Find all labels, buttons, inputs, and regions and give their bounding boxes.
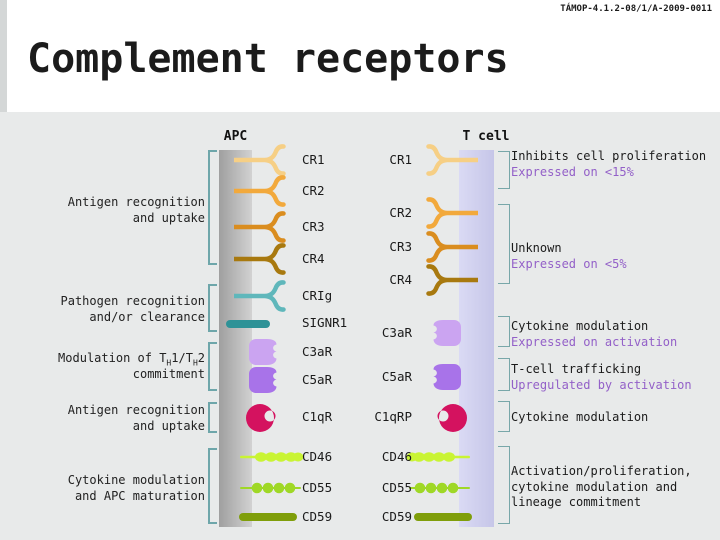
c5ar-receptor-icon-tcell [433,364,461,390]
cd59-receptor-icon-apc [239,513,297,521]
diagram-area: APC T cell [0,112,720,540]
receptor-label-cr4-tcell: CR4 [389,272,412,287]
annotation-pathogen-recognition: Pathogen recognition and/or clearance [60,294,206,324]
apc-column-header: APC [223,129,248,144]
receptor-label-cd59-apc: CD59 [302,509,333,524]
left-edge-strip [0,0,7,112]
cr2-receptor-icon-tcell [426,197,478,229]
bracket-th-modulation [208,342,217,391]
receptor-label-cr3-tcell: CR3 [389,239,412,254]
cd55-receptor-icon-tcell [409,482,470,494]
receptor-label-c1qrp-tcell: C1qRP [374,409,412,424]
annotation-unknown: Unknown Expressed on <5% [511,241,627,271]
bracket-inhibits-proliferation [498,151,510,189]
tcell-column-header: T cell [462,129,510,144]
receptor-label-cd55-tcell: CD55 [381,480,412,495]
cd55-receptor-icon-apc [240,482,301,494]
receptor-label-c5ar-apc: C5aR [302,372,333,387]
bracket-cytokine-modulation-2 [498,401,510,432]
bracket-cytokine-modulation-1 [498,316,510,347]
receptor-label-crig-apc: CRIg [302,288,333,303]
c5ar-receptor-icon-apc [249,367,277,393]
cr3-receptor-icon-apc [234,211,286,243]
cr4-receptor-icon-apc [234,243,286,275]
receptor-label-c5ar-tcell: C5aR [381,369,412,384]
annotation-th-modulation: Modulation of TH1/TH2 commitment [58,351,205,381]
receptor-label-c3ar-apc: C3aR [302,344,333,359]
annotation-antigen-recognition-2: Antigen recognition and uptake [67,403,205,433]
receptor-label-signr1-apc: SIGNR1 [302,315,348,330]
crig-receptor-icon-apc [234,280,286,312]
receptor-label-c3ar-tcell: C3aR [381,325,412,340]
annotation-tcell-trafficking: T-cell trafficking Upregulated by activa… [511,362,692,392]
annotation-inhibits-proliferation: Inhibits cell proliferation Expressed on… [511,149,707,179]
bracket-pathogen-recognition [208,284,217,332]
receptor-label-cd55-apc: CD55 [302,480,333,495]
receptor-label-cr2-tcell: CR2 [389,205,412,220]
bracket-unknown [498,204,510,284]
bracket-antigen-recognition-1 [208,150,217,265]
bracket-cytokine-apc [208,448,217,524]
c3ar-receptor-icon-apc [249,339,277,365]
cr4-receptor-icon-tcell [426,264,478,296]
c1qr-receptor-icon-apc [246,404,276,432]
annotation-cytokine-modulation-2: Cytokine modulation [511,410,649,424]
receptor-label-cd59-tcell: CD59 [381,509,412,524]
receptor-label-cd46-apc: CD46 [302,449,333,464]
receptor-label-cr4-apc: CR4 [302,251,325,266]
cd46-receptor-icon-apc [240,452,304,462]
bracket-tcell-trafficking [498,358,510,391]
cr3-receptor-icon-tcell [426,231,478,263]
receptor-label-cr3-apc: CR3 [302,219,325,234]
project-code: TÁMOP-4.1.2-08/1/A-2009-0011 [560,4,712,14]
cd46-receptor-icon-tcell [406,452,470,462]
cr1-receptor-icon-apc [234,144,286,176]
annotation-cytokine-apc: Cytokine modulation and APC maturation [67,473,205,503]
c3ar-receptor-icon-tcell [433,320,461,346]
annotation-cytokine-modulation-1: Cytokine modulation Expressed on activat… [511,319,678,349]
receptor-label-cr1-tcell: CR1 [389,152,412,167]
apc-membrane [219,150,252,527]
receptor-label-cd46-tcell: CD46 [381,449,412,464]
signr1-receptor-icon-apc [226,320,270,328]
cr1-receptor-icon-tcell [426,144,478,176]
cr2-receptor-icon-apc [234,175,286,207]
annotation-activation-proliferation: Activation/proliferation, cytokine modul… [511,464,692,509]
cd59-receptor-icon-tcell [414,513,472,521]
c1qrp-receptor-icon-tcell [437,404,467,432]
receptor-label-cr1-apc: CR1 [302,152,325,167]
bracket-antigen-recognition-2 [208,402,217,433]
page-title: Complement receptors [27,36,509,82]
receptor-label-cr2-apc: CR2 [302,183,325,198]
annotation-antigen-recognition-1: Antigen recognition and uptake [67,195,205,225]
bracket-activation-proliferation [498,446,510,524]
receptor-label-c1qr-apc: C1qR [302,409,333,424]
